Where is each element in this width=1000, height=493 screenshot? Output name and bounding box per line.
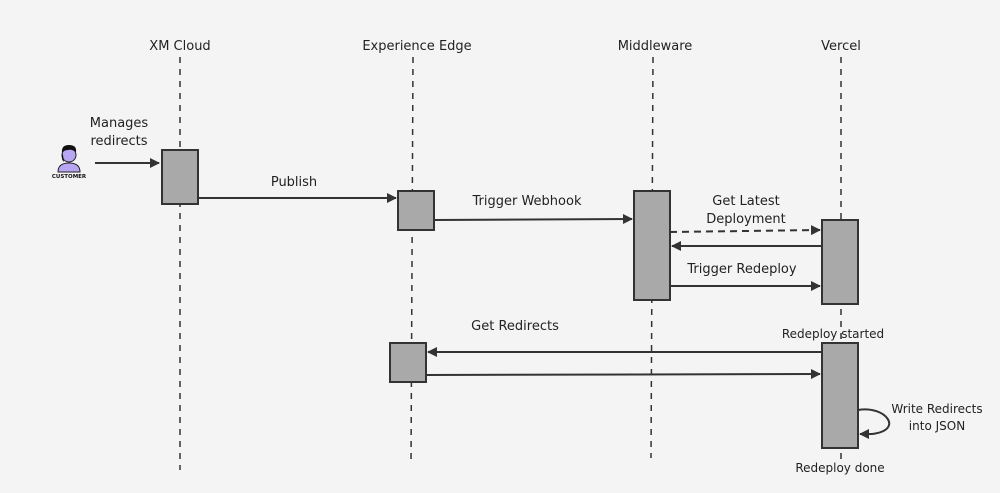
arrow-get-latest-deployment — [669, 225, 821, 236]
arrow-redirects-return — [425, 369, 821, 380]
participant-middleware: Middleware — [618, 39, 693, 54]
message-publish: Publish — [271, 175, 317, 190]
activation-middleware — [633, 190, 671, 301]
activation-vercel-redeploy — [821, 342, 859, 449]
message-get-latest-line2: Deployment — [706, 212, 786, 227]
participant-vercel: Vercel — [821, 39, 861, 54]
message-trigger-webhook: Trigger Webhook — [472, 194, 582, 209]
participant-xm-cloud: XM Cloud — [149, 39, 210, 54]
participant-experience-edge: Experience Edge — [362, 39, 471, 54]
activation-xm-cloud — [161, 149, 199, 205]
arrow-trigger-webhook — [433, 214, 633, 225]
message-trigger-redeploy: Trigger Redeploy — [686, 262, 796, 277]
customer-label: CUSTOMER — [52, 174, 87, 180]
customer-avatar-icon — [57, 145, 81, 173]
message-manages-line2: redirects — [91, 134, 148, 149]
message-write-line1: Write Redirects — [891, 402, 982, 416]
arrow-write-redirects-self — [857, 408, 891, 439]
message-manages-line1: Manages — [90, 116, 149, 131]
activation-vercel-first — [821, 219, 859, 305]
message-get-latest-line1: Get Latest — [712, 194, 779, 209]
label-redeploy-done: Redeploy done — [795, 461, 884, 475]
activation-edge-publish — [397, 190, 435, 231]
activation-edge-redirects — [389, 342, 427, 383]
message-write-line2: into JSON — [909, 419, 965, 433]
message-get-redirects: Get Redirects — [471, 319, 559, 334]
lifeline-experience-edge — [410, 56, 414, 466]
label-redeploy-started: Redeploy started — [782, 327, 884, 341]
